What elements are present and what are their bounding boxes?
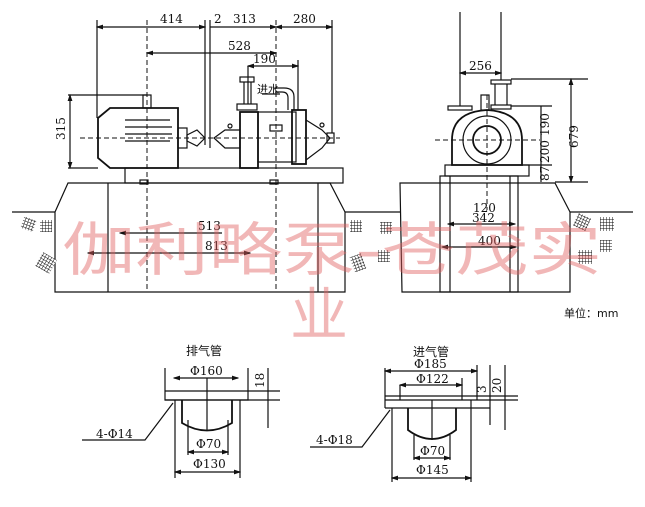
dim-280: 280 <box>293 12 316 26</box>
dim-2: 2 <box>214 12 222 26</box>
exhaust-title: 排气管 <box>186 343 222 358</box>
side-view: 414 2 313 280 528 190 进水 315 513 813 <box>12 12 400 293</box>
unit-label: 单位：mm <box>564 306 618 320</box>
watermark: 伽利略泵-苍茂实 业 <box>62 216 602 349</box>
dim-20: 20 <box>490 378 504 393</box>
soil-marks <box>20 216 367 274</box>
base-plate <box>124 167 344 184</box>
watermark-line2: 业 <box>290 281 348 349</box>
dim-679: 679 <box>567 125 581 148</box>
motor <box>97 94 241 169</box>
dim-190: 190 <box>253 52 276 66</box>
dim-phi130: Φ130 <box>193 457 226 471</box>
dim-400: 400 <box>478 234 501 248</box>
pump <box>227 76 335 169</box>
dim-phi145: Φ145 <box>416 463 449 477</box>
dim-813: 813 <box>205 239 228 253</box>
watermark-line1: 伽利略泵-苍茂实 <box>62 216 602 284</box>
dim-phi185: Φ185 <box>414 357 447 371</box>
dim-342: 342 <box>472 211 495 225</box>
dim-phi122: Φ122 <box>416 372 449 386</box>
dim-256: 256 <box>469 59 492 73</box>
dim-3: 3 <box>475 385 489 393</box>
dim-414: 414 <box>160 12 183 26</box>
dim-87: 87 <box>538 166 552 181</box>
dim-200: 200 <box>538 140 552 163</box>
holes-4-phi18: 4-Φ18 <box>316 433 353 447</box>
dim-190: 190 <box>538 113 552 136</box>
dim-phi70: Φ70 <box>420 444 445 458</box>
soil-marks <box>378 212 614 264</box>
end-view: 256 679 190 200 87 120 342 400 <box>378 12 633 293</box>
intake-title: 进气管 <box>413 344 449 359</box>
dim-313: 313 <box>233 12 256 26</box>
foundation <box>399 182 571 293</box>
dim-315: 315 <box>54 117 68 140</box>
dim-528: 528 <box>228 39 251 53</box>
dim-120: 120 <box>473 201 496 215</box>
intake-flange-detail: 进气管 Φ185 Φ122 3 20 Φ70 Φ145 4-Φ18 <box>310 344 518 482</box>
exhaust-flange-detail: 排气管 Φ160 18 Φ70 Φ130 4-Φ14 <box>82 343 280 478</box>
dim-513: 513 <box>198 219 221 233</box>
dim-phi70: Φ70 <box>196 437 221 451</box>
dim-18: 18 <box>253 373 267 388</box>
inlet-label: 进水 <box>257 83 279 96</box>
dim-phi160: Φ160 <box>190 364 223 378</box>
holes-4-phi14: 4-Φ14 <box>96 427 133 441</box>
